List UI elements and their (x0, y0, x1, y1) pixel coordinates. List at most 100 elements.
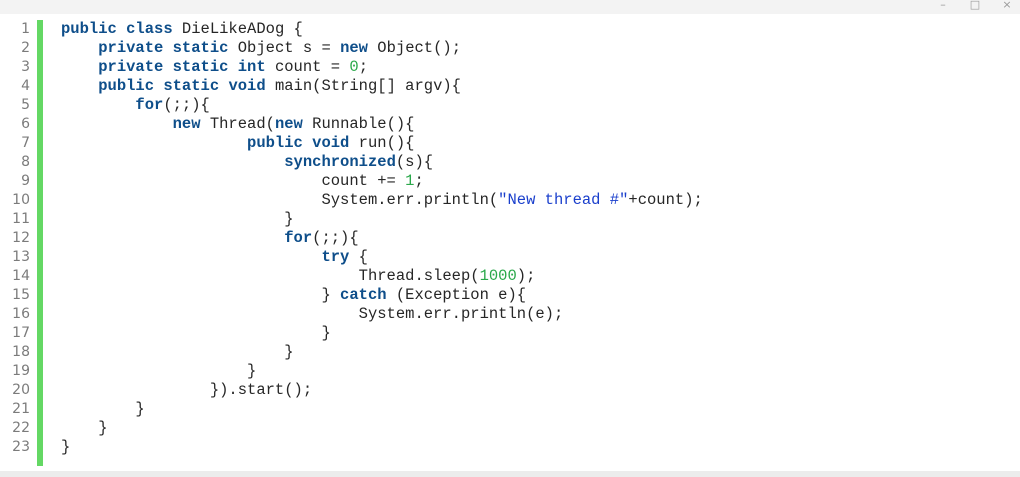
line-number: 3 (21, 59, 30, 75)
code-text: (Exception e){ (386, 286, 527, 304)
code-text (61, 77, 98, 95)
code-text: run(){ (349, 134, 415, 152)
line-number: 13 (12, 249, 30, 265)
line-number: 5 (21, 97, 30, 113)
title-bar: – □ × (0, 0, 1020, 14)
code-text: } (61, 210, 294, 228)
code-keyword: new (340, 39, 368, 57)
code-text (61, 58, 98, 76)
code-text: { (349, 248, 368, 266)
line-number: 17 (12, 325, 30, 341)
code-text: DieLikeADog { (172, 20, 303, 38)
code-keyword: synchronized (284, 153, 396, 171)
code-text: ; (358, 58, 368, 76)
line-number: 19 (12, 363, 30, 379)
code-keyword: new (172, 115, 201, 133)
line-number: 23 (12, 439, 30, 455)
code-text: Runnable(){ (302, 115, 415, 133)
code-text: } (61, 362, 257, 380)
code-line: } (61, 400, 1001, 419)
code-text: }).start(); (61, 381, 313, 399)
code-line: public class DieLikeADog { (61, 20, 1001, 39)
code-line: } (61, 324, 1001, 343)
code-text (61, 96, 135, 114)
code-line: private static Object s = new Object(); (61, 39, 1001, 58)
code-line: public void run(){ (61, 134, 1001, 153)
code-text (61, 229, 284, 247)
line-number: 14 (12, 268, 30, 284)
code-text: (;;){ (312, 229, 359, 247)
code-text: } (61, 438, 71, 456)
close-icon[interactable]: × (1002, 0, 1012, 11)
line-number: 10 (12, 192, 30, 208)
code-line: count += 1; (61, 172, 1001, 191)
code-text: count += (61, 172, 406, 190)
code-text: } (61, 400, 145, 418)
code-line: for(;;){ (61, 96, 1001, 115)
line-number: 11 (12, 211, 30, 227)
minimize-icon[interactable]: – (940, 0, 946, 11)
line-number: 15 (12, 287, 30, 303)
line-number: 18 (12, 344, 30, 360)
line-number: 7 (21, 135, 30, 151)
code-text: Thread( (200, 115, 275, 133)
code-text (61, 115, 173, 133)
gutter-change-bar (37, 20, 43, 466)
bottom-border (0, 471, 1020, 477)
code-text (61, 248, 321, 266)
line-number: 9 (21, 173, 30, 189)
code-keyword: try (321, 248, 350, 266)
code-line: } (61, 419, 1001, 438)
code-text (61, 134, 247, 152)
code-text: } (61, 343, 294, 361)
code-area[interactable]: public class DieLikeADog { private stati… (61, 20, 1001, 457)
code-text: System.err.println(e); (61, 305, 564, 323)
line-number: 8 (21, 154, 30, 170)
line-number: 20 (12, 382, 30, 398)
code-line: for(;;){ (61, 229, 1001, 248)
code-text: System.err.println( (61, 191, 499, 209)
code-line: } (61, 210, 1001, 229)
code-line: public static void main(String[] argv){ (61, 77, 1001, 96)
code-line: Thread.sleep(1000); (61, 267, 1001, 286)
code-keyword: private static (98, 39, 229, 57)
code-text (61, 39, 98, 57)
line-number: 22 (12, 420, 30, 436)
code-text: main(String[] argv){ (265, 77, 461, 95)
line-number: 6 (21, 116, 30, 132)
code-line: }).start(); (61, 381, 1001, 400)
code-text: Object s = (228, 39, 341, 57)
line-number: 21 (12, 401, 30, 417)
line-number: 16 (12, 306, 30, 322)
line-number: 2 (21, 40, 30, 56)
maximize-icon[interactable]: □ (969, 0, 981, 11)
code-number: 1 (405, 172, 415, 190)
code-line: System.err.println("New thread #"+count)… (61, 191, 1001, 210)
code-text (61, 153, 284, 171)
code-number: 1000 (479, 267, 517, 285)
code-keyword: public class (61, 20, 173, 38)
code-keyword: private static int (98, 58, 266, 76)
code-line: synchronized(s){ (61, 153, 1001, 172)
code-keyword: new (274, 115, 303, 133)
code-text: Object(); (367, 39, 461, 57)
line-number: 1 (21, 21, 30, 37)
code-text: (;;){ (163, 96, 210, 114)
code-string: "New thread #" (498, 191, 629, 209)
code-keyword: public void (247, 134, 350, 152)
code-line: private static int count = 0; (61, 58, 1001, 77)
code-text: } (61, 286, 341, 304)
code-line: new Thread(new Runnable(){ (61, 115, 1001, 134)
code-keyword: catch (340, 286, 387, 304)
code-line: System.err.println(e); (61, 305, 1001, 324)
code-line: } (61, 362, 1001, 381)
line-number: 4 (21, 78, 30, 94)
code-text: ; (414, 172, 424, 190)
code-text: } (61, 419, 108, 437)
code-keyword: public static void (98, 77, 266, 95)
code-line: try { (61, 248, 1001, 267)
line-number: 12 (12, 230, 30, 246)
